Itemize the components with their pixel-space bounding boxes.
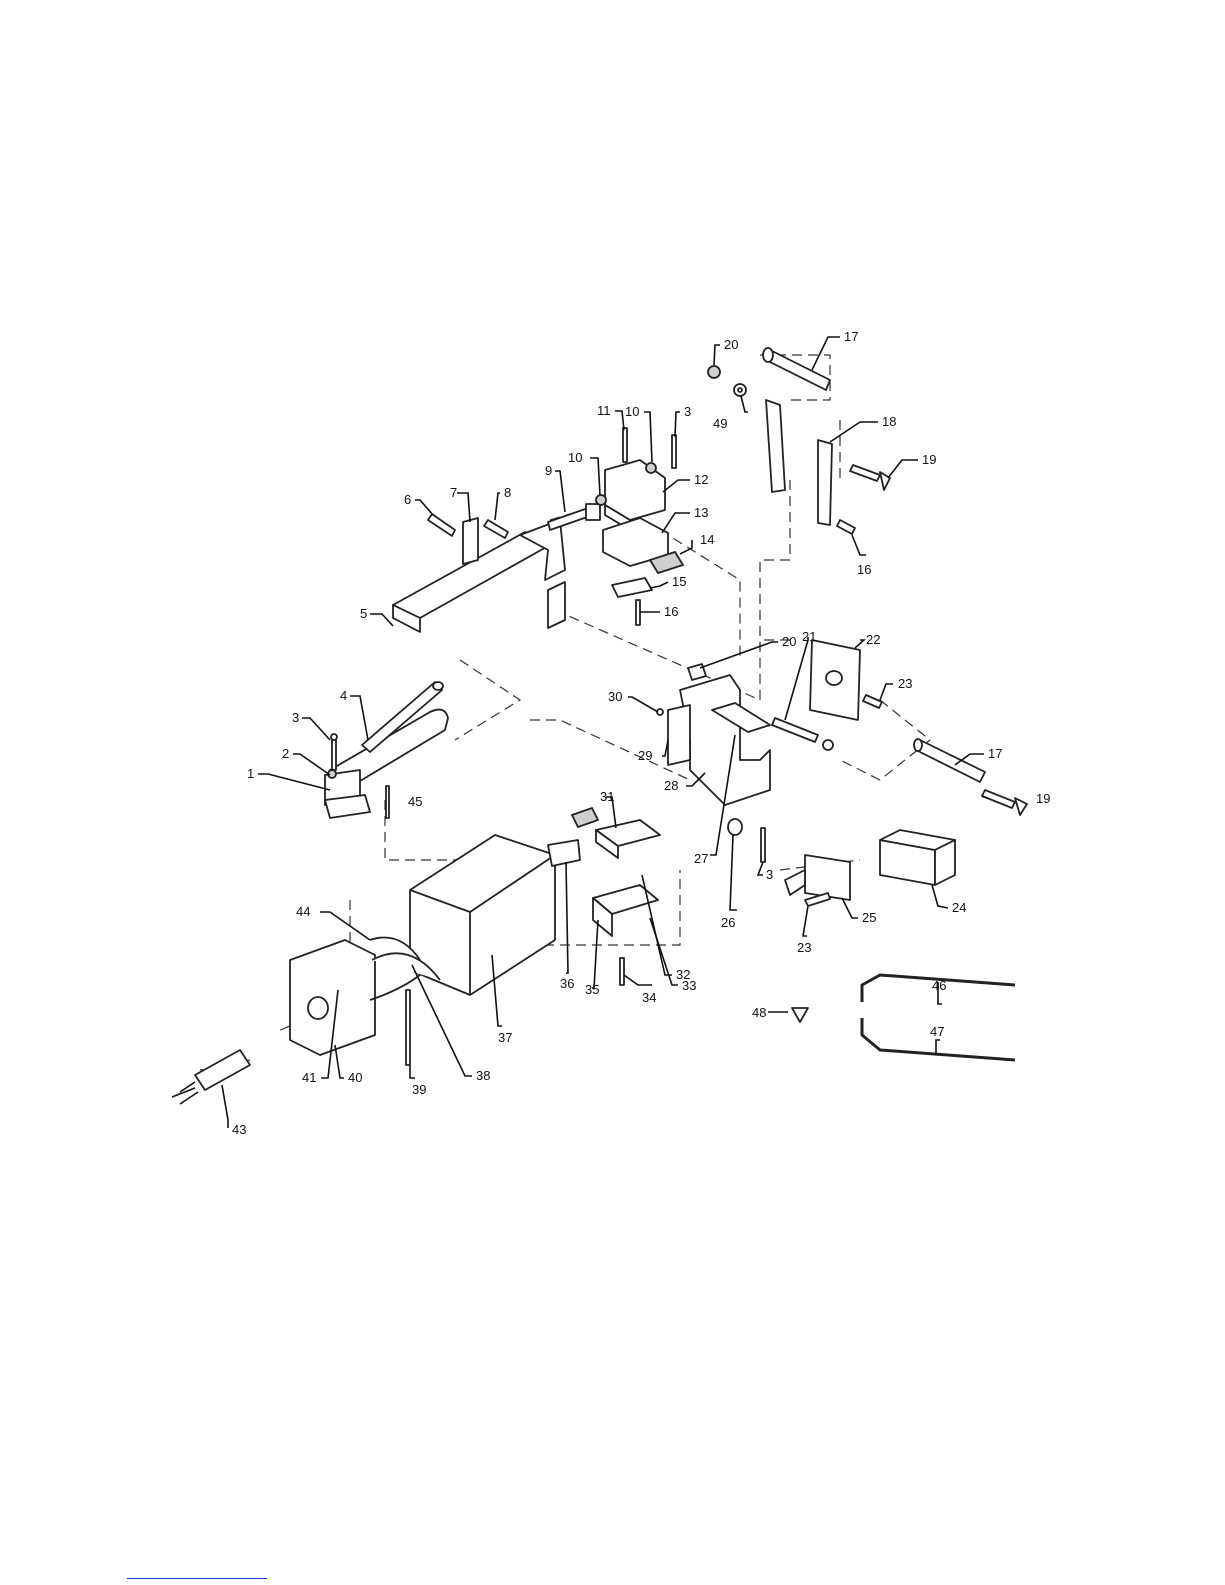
part-43-cable [172, 1050, 250, 1104]
part-31-top-block [596, 820, 660, 858]
callout-31: 31 [600, 789, 614, 804]
callout-30: 30 [608, 689, 622, 704]
callout-38: 38 [476, 1068, 490, 1083]
callout-27: 27 [694, 851, 708, 866]
callout-34: 34 [642, 990, 656, 1005]
callout-35: 35 [585, 982, 599, 997]
callout-11: 11 [597, 403, 611, 418]
part-21-stud [772, 718, 833, 750]
part-18-link-arm-right [818, 440, 832, 525]
callout-15: 15 [672, 574, 686, 589]
part-5-channel-arm [393, 520, 565, 632]
callout-24: 24 [952, 900, 966, 915]
callout-13: 13 [694, 505, 708, 520]
callout-22: 22 [866, 632, 880, 647]
part-pad-grey [572, 808, 598, 827]
part-16-screw-right [837, 520, 855, 534]
callout-44: 44 [296, 904, 310, 919]
part-3-screw-top [672, 435, 676, 468]
part-29-side-plate [668, 705, 690, 765]
part-19-screw-top [850, 465, 890, 490]
part-26-bushing [728, 819, 742, 835]
callout-10-left: 10 [568, 450, 582, 465]
callout-1: 1 [247, 766, 254, 781]
part-11-screw [623, 428, 627, 462]
callout-23-lower: 23 [797, 940, 811, 955]
callout-17-top: 17 [844, 329, 858, 344]
part-6-pin [428, 514, 455, 536]
part-3-screw-lower [761, 828, 765, 862]
callout-9: 9 [545, 463, 552, 478]
part-16-screw-center [636, 600, 640, 625]
callout-33: 33 [682, 978, 696, 993]
part-9-bolt [548, 504, 600, 530]
part-17-roller-lower [914, 739, 985, 782]
part-15-plate [612, 578, 652, 597]
callout-43: 43 [232, 1122, 246, 1137]
callout-16-right: 16 [857, 562, 871, 577]
part-34-screw [620, 958, 624, 985]
callout-20-mid: 20 [782, 634, 796, 649]
callout-39: 39 [412, 1082, 426, 1097]
callout-20-top: 20 [724, 337, 738, 352]
callout-25: 25 [862, 910, 876, 925]
part-24-box [880, 830, 955, 885]
callout-18: 18 [882, 414, 896, 429]
callout-45: 45 [408, 794, 422, 809]
footer-rule [127, 1578, 267, 1579]
part-10-nut-left [596, 495, 606, 505]
callout-3-lower: 3 [766, 867, 773, 882]
part-7-link-plate [463, 518, 478, 564]
callout-21: 21 [802, 629, 816, 644]
callout-37: 37 [498, 1030, 512, 1045]
part-8-pin [484, 520, 508, 538]
callout-2: 2 [282, 746, 289, 761]
callout-12: 12 [694, 472, 708, 487]
callout-8: 8 [504, 485, 511, 500]
callout-19-top: 19 [922, 452, 936, 467]
callout-26: 26 [721, 915, 735, 930]
part-10-nut-top [646, 463, 656, 473]
callout-48: 48 [752, 1005, 766, 1020]
callout-47: 47 [930, 1024, 944, 1039]
callout-29: 29 [638, 748, 652, 763]
callout-3: 3 [292, 710, 299, 725]
callout-36: 36 [560, 976, 574, 991]
part-45-screw [386, 786, 389, 818]
part-49-washer [734, 384, 746, 396]
part-19-screw-lower [982, 790, 1027, 815]
callout-16-center: 16 [664, 604, 678, 619]
part-33-lower-block [593, 885, 658, 936]
callout-10-top: 10 [625, 404, 639, 419]
callout-23-top: 23 [898, 676, 912, 691]
callout-6: 6 [404, 492, 411, 507]
callout-41: 41 [302, 1070, 316, 1085]
part-link-arm-left [766, 400, 785, 492]
part-48-clip [792, 1008, 808, 1022]
callout-40: 40 [348, 1070, 362, 1085]
callout-14: 14 [700, 532, 714, 547]
callout-28: 28 [664, 778, 678, 793]
part-22-plate [810, 640, 860, 720]
part-23-screw-top [863, 695, 882, 708]
callout-49: 49 [713, 416, 727, 431]
callout-17-lower: 17 [988, 746, 1002, 761]
callout-3-top: 3 [684, 404, 691, 419]
part-20-nut-top [708, 366, 720, 378]
part-39-screw [406, 990, 410, 1065]
part-3-screw-left [331, 734, 337, 770]
callout-7: 7 [450, 485, 457, 500]
callout-5: 5 [360, 606, 367, 621]
part-25-bracket [785, 855, 850, 900]
callout-4: 4 [340, 688, 347, 703]
callout-19-lower: 19 [1036, 791, 1050, 806]
callout-46: 46 [932, 978, 946, 993]
part-36-clip [548, 840, 580, 866]
